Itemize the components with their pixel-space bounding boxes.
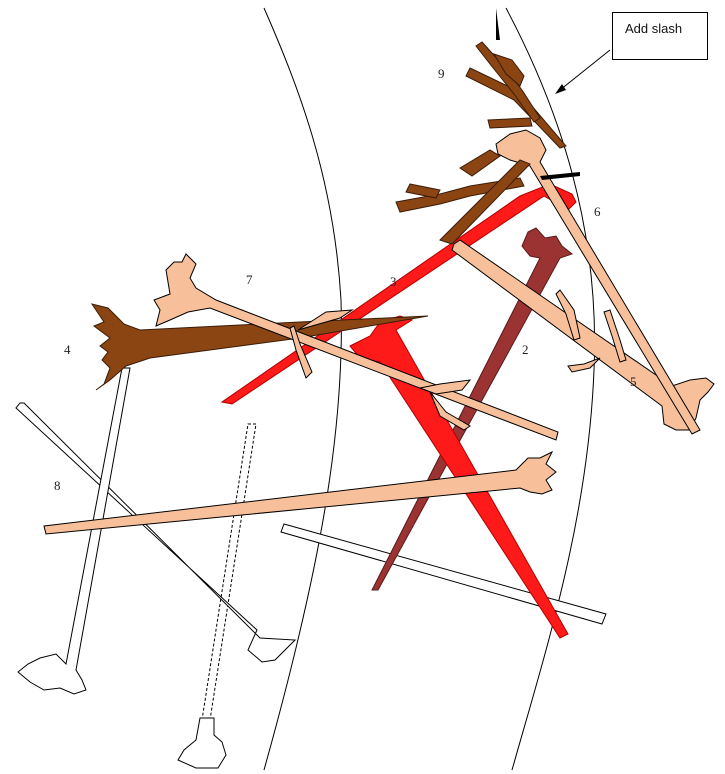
tree-9-brown-slash <box>396 8 580 244</box>
label-8: 8 <box>54 478 61 493</box>
label-2: 2 <box>522 342 529 357</box>
label-4: 4 <box>64 342 71 357</box>
tree-6-peach <box>496 130 700 434</box>
label-3: 3 <box>390 274 397 289</box>
label-7: 7 <box>246 272 253 287</box>
label-5: 5 <box>630 374 637 389</box>
tree-dashed-stump <box>178 424 256 768</box>
label-6: 6 <box>594 204 601 219</box>
callout-arrow <box>555 50 610 94</box>
label-9: 9 <box>438 66 445 81</box>
tree-3-bright-red <box>222 184 576 638</box>
tree-outline-horizontal <box>281 524 606 624</box>
